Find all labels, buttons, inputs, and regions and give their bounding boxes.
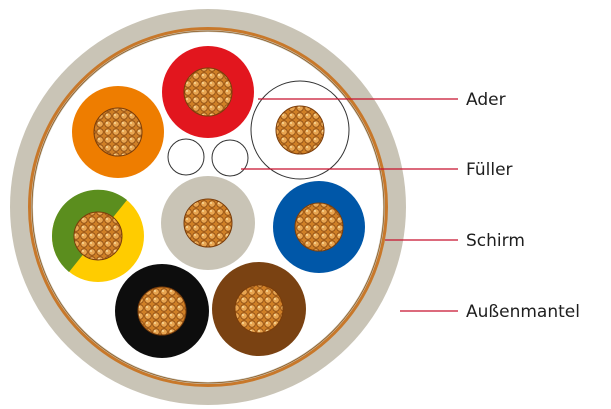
filler-strand-left xyxy=(167,138,205,176)
black-core xyxy=(115,264,209,358)
green-yellow-core-conductor xyxy=(73,211,123,261)
blue-core-conductor xyxy=(294,202,344,252)
bare-core-conductor xyxy=(275,105,325,155)
label-ader: Ader xyxy=(466,90,506,110)
shield-inner-line xyxy=(31,30,385,384)
orange-core-conductor xyxy=(93,107,143,157)
shield-braid xyxy=(28,27,388,387)
orange-core xyxy=(72,86,164,178)
bare-core xyxy=(250,80,350,180)
red-core xyxy=(162,46,254,138)
black-core-conductor xyxy=(137,286,187,336)
brown-core xyxy=(212,262,306,356)
grey-core-conductor xyxy=(183,198,233,248)
brown-core-conductor xyxy=(234,284,284,334)
label-schirm: Schirm xyxy=(466,231,525,251)
grey-core xyxy=(161,176,255,270)
blue-core xyxy=(273,181,365,273)
label-aussenmantel: Außenmantel xyxy=(466,302,580,322)
green-yellow-core xyxy=(51,189,144,282)
red-core-conductor xyxy=(183,67,233,117)
label-fueller: Füller xyxy=(466,160,513,180)
filler-strand-right xyxy=(211,139,249,177)
